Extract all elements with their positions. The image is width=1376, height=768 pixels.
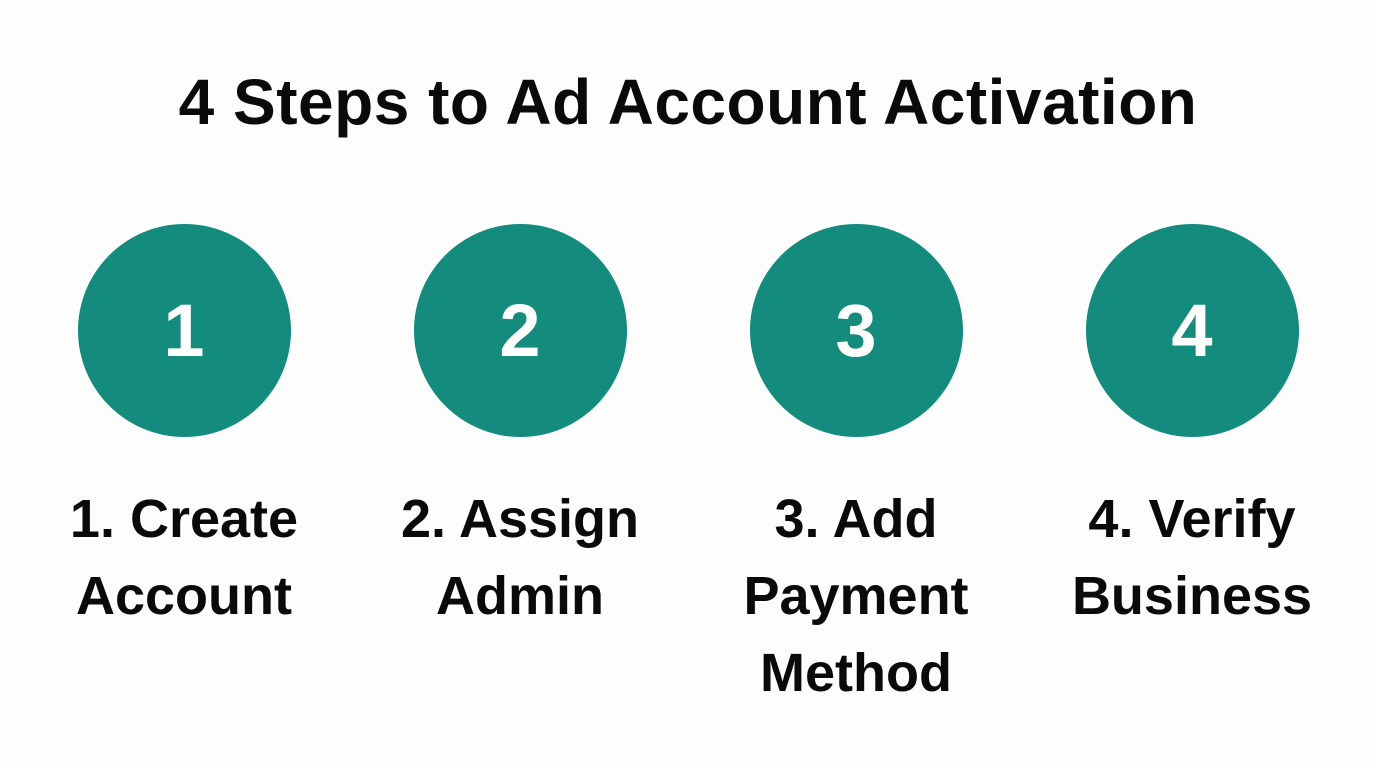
step-label: 4. Verify Business bbox=[1024, 481, 1360, 635]
step-number: 4 bbox=[1171, 289, 1213, 372]
step-label-line: 1. Create bbox=[69, 489, 299, 549]
step-2: 2 2. Assign Admin bbox=[352, 224, 688, 635]
step-1: 1 1. Create Account bbox=[16, 224, 352, 635]
step-number-circle: 3 bbox=[749, 224, 963, 437]
step-number: 1 bbox=[163, 289, 205, 372]
step-label: 1. Create Account bbox=[16, 481, 352, 635]
step-number-circle: 4 bbox=[1085, 224, 1299, 437]
step-label-line: Method bbox=[760, 643, 952, 703]
step-number-circle: 2 bbox=[413, 224, 627, 437]
step-label-line: Business bbox=[1071, 566, 1313, 626]
step-label: 2. Assign Admin bbox=[352, 481, 688, 635]
step-label-line: 4. Verify bbox=[1088, 489, 1296, 549]
step-number-circle: 1 bbox=[77, 224, 291, 437]
step-number: 2 bbox=[499, 289, 541, 372]
step-label-line: Admin bbox=[436, 566, 604, 626]
step-label: 3. Add Payment Method bbox=[688, 481, 1024, 712]
step-label-line: Payment bbox=[743, 566, 969, 626]
step-label-line: Account bbox=[76, 566, 292, 626]
step-3: 3 3. Add Payment Method bbox=[688, 224, 1024, 712]
page-title: 4 Steps to Ad Account Activation bbox=[178, 66, 1198, 138]
step-label-line: 3. Add bbox=[774, 489, 938, 549]
step-label-line: 2. Assign bbox=[400, 489, 640, 549]
step-4: 4 4. Verify Business bbox=[1024, 224, 1360, 635]
step-number: 3 bbox=[835, 289, 877, 372]
